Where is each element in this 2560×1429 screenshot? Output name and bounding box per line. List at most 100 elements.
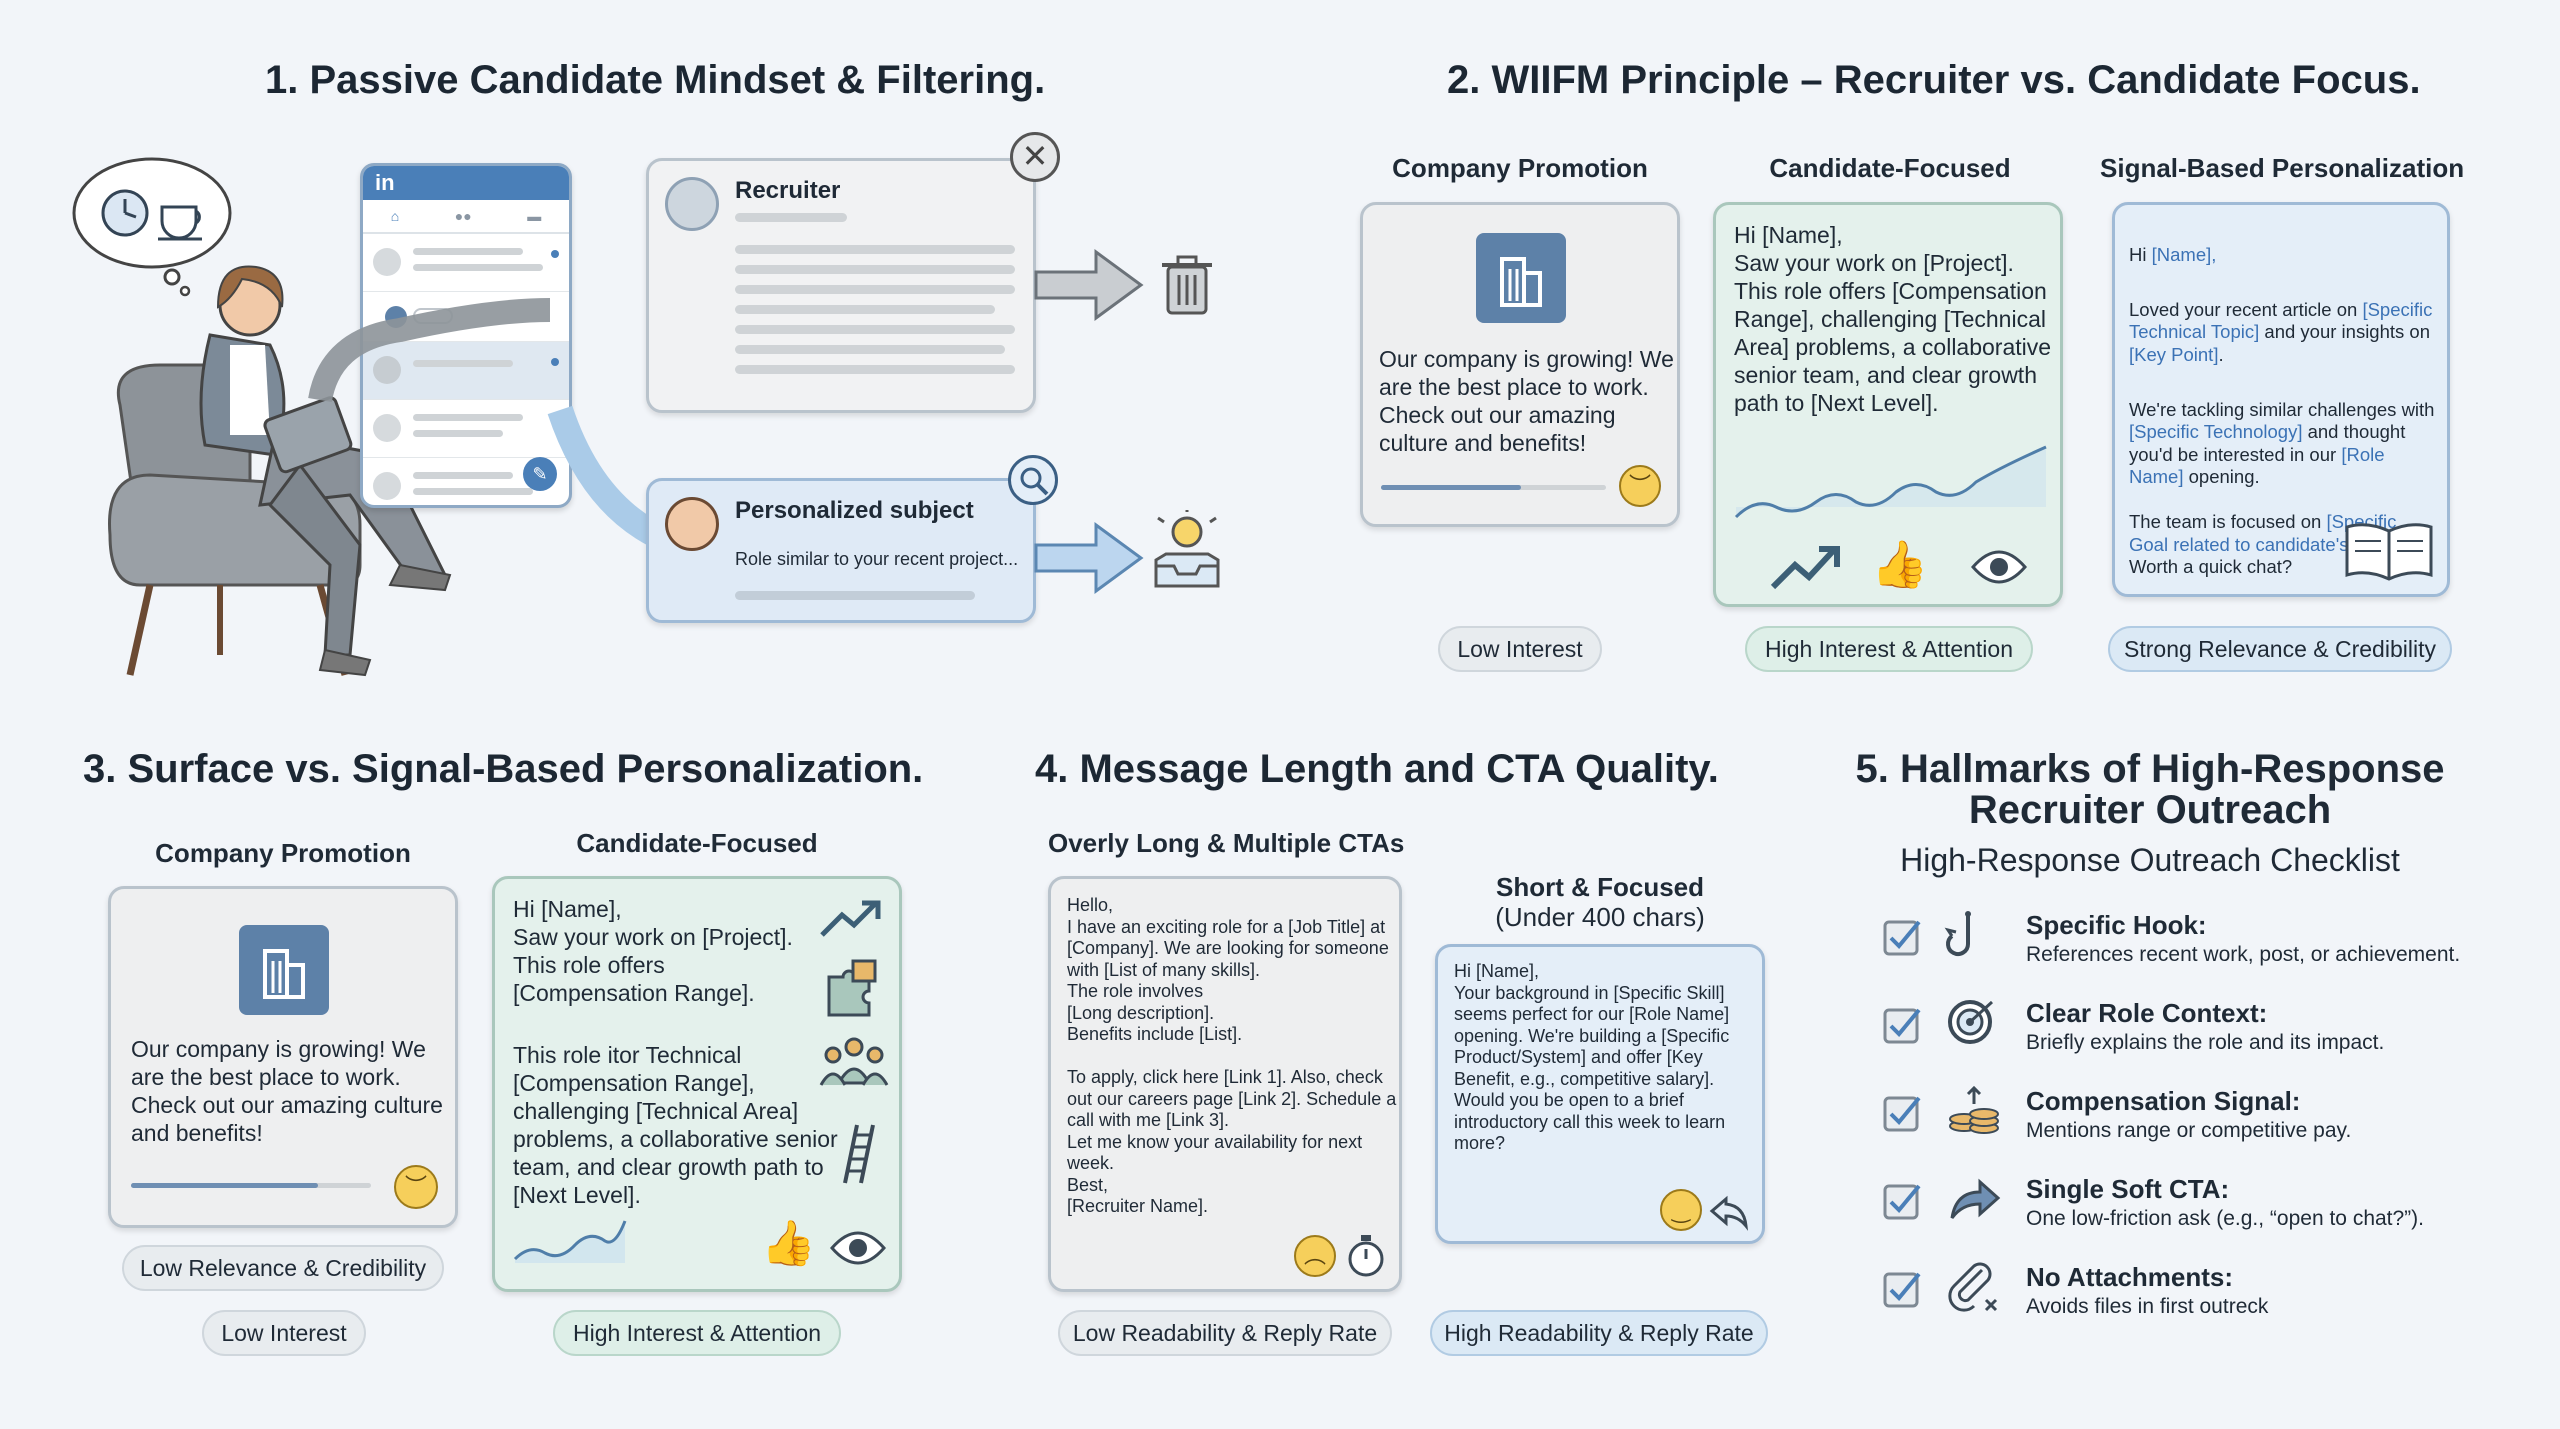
s4-right-header-b: (Under 400 chars): [1495, 902, 1705, 932]
trash-icon: [1162, 255, 1212, 315]
s3-right-message-b: This role itor Technical [Compensation R…: [513, 1042, 838, 1208]
checklist-item-desc: Avoids files in first outreck: [2026, 1295, 2269, 1318]
s2-col1-badge: Low Interest: [1438, 626, 1602, 672]
checklist-item-title: Clear Role Context:: [2026, 998, 2268, 1028]
section5-subtitle: High-Response Outreach Checklist: [1900, 842, 2400, 878]
checklist-item-desc: Briefly explains the role and its impact…: [2026, 1031, 2385, 1054]
s2-signal-based-card: Hi [Name], Loved your recent article on …: [2112, 202, 2450, 597]
checklist-item-desc: One low-friction ask (e.g., “open to cha…: [2026, 1207, 2425, 1230]
recruiter-label: Recruiter: [735, 177, 841, 204]
s3-left-header: Company Promotion: [155, 838, 411, 868]
s2-col2-badge: High Interest & Attention: [1745, 626, 2033, 672]
thumbs-up-icon: 👍: [761, 1219, 816, 1268]
s4-right-message: Hi [Name], Your background in [Specific …: [1454, 961, 1730, 1153]
s2-col3-header: Signal-Based Personalization: [2100, 153, 2465, 183]
checkbox-icon[interactable]: [1883, 1094, 1921, 1132]
checklist-item-title: Single Soft CTA:: [2026, 1174, 2230, 1204]
thought-bubble-icon: [72, 157, 232, 297]
s4-right-header-a: Short & Focused: [1495, 872, 1704, 902]
arrow-right-icon: [1034, 522, 1144, 594]
s4-left-badge: Low Readability & Reply Rate: [1058, 1310, 1392, 1356]
s2-col2-message: Hi [Name], Saw your work on [Project]. T…: [1734, 222, 2052, 416]
avatar: [665, 177, 719, 231]
checkbox-icon[interactable]: [1883, 918, 1921, 956]
s2-col1-message: Our company is growing! We are the best …: [1379, 346, 1674, 456]
personalized-preview: Role similar to your recent project...: [735, 549, 1019, 569]
candidate-illustration: [108, 265, 452, 677]
section3-title: 3. Surface vs. Signal-Based Personalizat…: [83, 747, 924, 791]
reply-arrow-icon: [1709, 1195, 1748, 1231]
s3-company-promotion-card: Our company is growing! We are the best …: [108, 886, 458, 1228]
s2-company-promotion-card: Our company is growing! We are the best …: [1360, 202, 1680, 527]
recruiter-card[interactable]: Recruiter: [646, 158, 1036, 413]
section4-title: 4. Message Length and CTA Quality.: [1035, 747, 1719, 791]
section1-title: 1. Passive Candidate Mindset & Filtering…: [265, 58, 1046, 102]
magnifier-icon[interactable]: [1008, 455, 1058, 505]
checklist-item-title: Specific Hook:: [2026, 910, 2207, 940]
personalized-subject-label: Personalized subject: [735, 497, 974, 524]
s2-progress-track: [1381, 485, 1606, 490]
trend-wave-icon: [1734, 445, 2047, 519]
s2-col3-badge: Strong Relevance & Credibility: [2108, 626, 2452, 672]
s3-left-badge-a: Low Relevance & Credibility: [122, 1245, 444, 1291]
eye-icon: [830, 1231, 886, 1265]
checklist-item-desc: Mentions range or competitive pay.: [2026, 1119, 2352, 1142]
thumbs-up-icon: 👍: [1871, 538, 1929, 590]
checkbox-icon[interactable]: [1883, 1270, 1921, 1308]
home-icon[interactable]: ⌂: [390, 208, 400, 224]
worried-face-icon: ︵: [1294, 1235, 1336, 1277]
lightbulb-inbox-icon: [1154, 510, 1220, 588]
s2-candidate-focused-card: Hi [Name], Saw your work on [Project]. T…: [1713, 202, 2063, 607]
network-icon[interactable]: ●●: [454, 208, 472, 224]
checklist-item-title: Compensation Signal:: [2026, 1086, 2301, 1116]
checkbox-icon[interactable]: [1883, 1006, 1921, 1044]
s4-short-focused-card: Hi [Name], Your background in [Specific …: [1435, 944, 1765, 1244]
flow-arrows: [308, 298, 703, 563]
fishhook-icon: [1944, 911, 1971, 956]
sad-face-icon: ︶: [1619, 465, 1661, 507]
building-icon: [239, 925, 329, 1015]
arrow-right-icon: [1034, 249, 1144, 321]
s3-left-message: Our company is growing! We are the best …: [131, 1036, 443, 1146]
section5-title-a: 5. Hallmarks of High-Response: [1855, 747, 2445, 791]
s3-progress-fill: [131, 1183, 319, 1188]
ladder-icon: [843, 1124, 875, 1184]
s4-left-header: Overly Long & Multiple CTAs: [1048, 828, 1405, 858]
building-icon: [1476, 233, 1566, 323]
checklist-item-title: No Attachments:: [2026, 1262, 2234, 1292]
section5-title-b: Recruiter Outreach: [1968, 788, 2332, 832]
s2-col1-header: Company Promotion: [1392, 153, 1648, 183]
linkedin-logo: in: [363, 166, 569, 200]
compose-icon[interactable]: ✎: [523, 457, 557, 491]
book-icon: [2345, 523, 2433, 581]
eye-icon: [1971, 550, 2027, 584]
paperclip-icon: [1948, 1262, 1998, 1312]
s4-left-message-a: Hello, I have an exciting role for a [Jo…: [1067, 895, 1389, 1044]
s4-left-message-b: To apply, click here [Link 1]. Also, che…: [1067, 1067, 1397, 1216]
s2-col3-message: Hi [Name], Loved your recent article on …: [2129, 243, 2435, 578]
arrow-icon: [1950, 1178, 2001, 1219]
checkbox-icon[interactable]: [1883, 1182, 1921, 1220]
coins-icon: [1949, 1085, 1999, 1134]
personalized-card[interactable]: Personalized subject Role similar to you…: [646, 478, 1036, 623]
growth-arrow-icon: [1770, 546, 1840, 590]
s4-right-badge: High Readability & Reply Rate: [1430, 1310, 1768, 1356]
trend-wave-icon: [513, 1220, 627, 1263]
target-icon: [1948, 1000, 1994, 1044]
s3-right-badge: High Interest & Attention: [553, 1310, 841, 1356]
s3-left-badge-b: Low Interest: [202, 1310, 366, 1356]
avatar: [665, 497, 719, 551]
s3-progress-track: [131, 1183, 371, 1188]
s2-progress-fill: [1381, 485, 1521, 490]
stopwatch-icon: [1348, 1235, 1384, 1277]
smile-face-icon: ‿: [1660, 1189, 1702, 1231]
s3-candidate-focused-card: Hi [Name], Saw your work on [Project]. T…: [492, 876, 902, 1292]
team-icon: [819, 1037, 889, 1086]
section2-title: 2. WIIFM Principle – Recruiter vs. Candi…: [1447, 58, 2421, 102]
close-icon[interactable]: ✕: [1010, 132, 1060, 182]
s3-right-message-a: Hi [Name], Saw your work on [Project]. T…: [513, 896, 793, 1006]
s2-col2-header: Candidate-Focused: [1769, 153, 2011, 183]
s4-overly-long-card: Hello, I have an exciting role for a [Jo…: [1048, 876, 1402, 1292]
checklist-item-desc: References recent work, post, or achieve…: [2026, 943, 2461, 966]
jobs-icon[interactable]: ▬: [527, 208, 542, 224]
